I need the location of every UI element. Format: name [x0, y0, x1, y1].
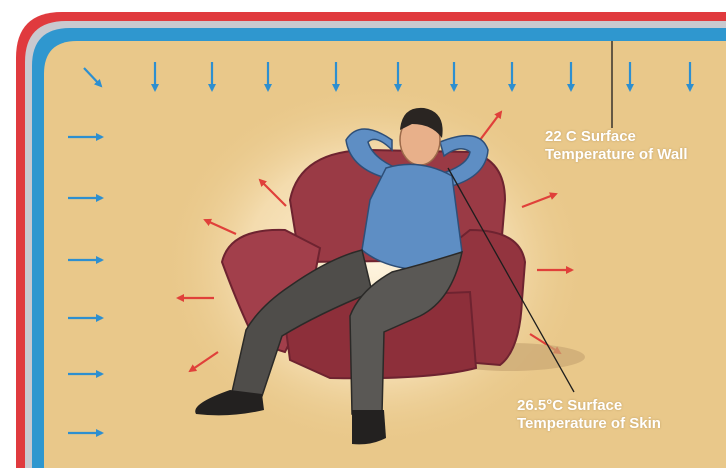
person-right-shoe — [352, 410, 386, 444]
skin-temperature-label: 26.5°C Surface Temperature of Skin — [517, 397, 661, 433]
skin-temperature-line2: Temperature of Skin — [517, 415, 661, 433]
wall-temperature-line2: Temperature of Wall — [545, 146, 688, 164]
skin-temperature-line1: 26.5°C Surface — [517, 397, 661, 415]
wall-temperature-line1: 22 C Surface — [545, 128, 688, 146]
wall-temperature-label: 22 C Surface Temperature of Wall — [545, 128, 688, 164]
